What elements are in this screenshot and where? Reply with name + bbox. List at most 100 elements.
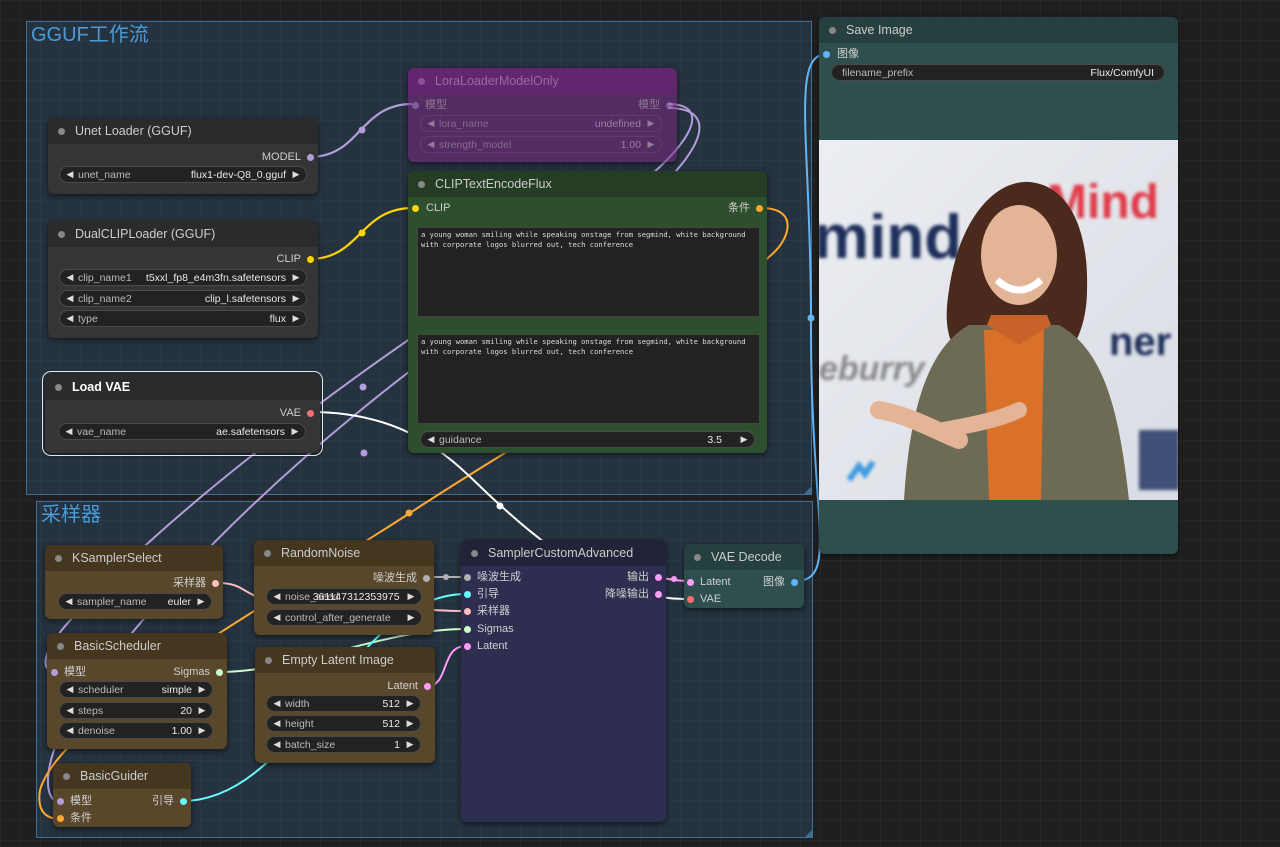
arrow-right-icon[interactable]: ▶: [407, 591, 415, 601]
arrow-left-icon[interactable]: ◀: [66, 169, 74, 179]
arrow-right-icon[interactable]: ▶: [406, 698, 414, 708]
arrow-left-icon[interactable]: ◀: [427, 118, 435, 128]
collapse-dot-icon[interactable]: [57, 642, 64, 650]
input-socket-clip[interactable]: [412, 204, 419, 212]
input-socket-vae[interactable]: [687, 595, 694, 603]
collapse-dot-icon[interactable]: [829, 26, 836, 34]
widget-clip-name1[interactable]: ◀ clip_name1 t5xxl_fp8_e4m3fn.safetensor…: [59, 269, 307, 286]
arrow-left-icon[interactable]: ◀: [273, 739, 281, 749]
input-socket-noise[interactable]: [464, 573, 471, 581]
node-clip-text-encode-flux[interactable]: CLIPTextEncodeFlux CLIP 条件 a young woman…: [408, 171, 767, 453]
group-resize-handle[interactable]: [804, 487, 811, 494]
widget-guidance[interactable]: ◀ guidance 3.5 ▶: [420, 431, 755, 448]
node-save-image[interactable]: Save Image 图像 filename_prefix Flux/Comfy…: [819, 17, 1178, 554]
output-socket-clip[interactable]: [307, 255, 314, 263]
arrow-left-icon[interactable]: ◀: [65, 426, 73, 436]
collapse-dot-icon[interactable]: [55, 383, 62, 391]
arrow-left-icon[interactable]: ◀: [66, 272, 74, 282]
arrow-right-icon[interactable]: ▶: [292, 169, 300, 179]
input-socket-guider[interactable]: [464, 590, 471, 598]
arrow-right-icon[interactable]: ▶: [647, 139, 655, 149]
output-socket-model[interactable]: [666, 101, 673, 109]
output-socket-image[interactable]: [791, 578, 798, 586]
collapse-dot-icon[interactable]: [63, 772, 70, 780]
arrow-right-icon[interactable]: ▶: [292, 313, 300, 323]
textarea-clip-l[interactable]: a young woman smiling while speaking ons…: [417, 227, 760, 317]
input-socket-image[interactable]: [823, 50, 830, 58]
node-vae-decode[interactable]: VAE Decode Latent VAE 图像: [684, 544, 804, 608]
node-ksampler-select[interactable]: KSamplerSelect 采样器 ◀ sampler_name euler …: [45, 545, 223, 619]
widget-strength-model[interactable]: ◀ strength_model 1.00 ▶: [420, 136, 662, 153]
collapse-dot-icon[interactable]: [418, 180, 425, 188]
arrow-right-icon[interactable]: ▶: [292, 293, 300, 303]
widget-batch-size[interactable]: ◀ batch_size 1 ▶: [266, 736, 421, 753]
node-load-vae[interactable]: Load VAE VAE ◀ vae_name ae.safetensors ▶: [42, 371, 323, 456]
output-socket-guider[interactable]: [180, 797, 187, 805]
widget-vae-name[interactable]: ◀ vae_name ae.safetensors ▶: [58, 423, 306, 440]
widget-noise-seed[interactable]: ◀ noise_seed 361147312353975 ▶: [266, 588, 422, 605]
collapse-dot-icon[interactable]: [58, 127, 65, 135]
collapse-dot-icon[interactable]: [55, 554, 62, 562]
arrow-left-icon[interactable]: ◀: [66, 313, 74, 323]
node-unet-loader[interactable]: Unet Loader (GGUF) MODEL ◀ unet_name flu…: [48, 118, 318, 194]
node-basic-guider[interactable]: BasicGuider 模型 条件 引导: [53, 763, 191, 827]
arrow-right-icon[interactable]: ▶: [198, 684, 206, 694]
arrow-left-icon[interactable]: ◀: [66, 725, 74, 735]
arrow-right-icon[interactable]: ▶: [647, 118, 655, 128]
group-title[interactable]: 采样器: [41, 504, 101, 526]
arrow-left-icon[interactable]: ◀: [427, 434, 435, 444]
arrow-left-icon[interactable]: ◀: [66, 705, 74, 715]
widget-clip-type[interactable]: ◀ type flux ▶: [59, 310, 307, 327]
arrow-right-icon[interactable]: ▶: [406, 718, 414, 728]
output-socket-denoised-output[interactable]: [655, 590, 662, 598]
widget-sampler-name[interactable]: ◀ sampler_name euler ▶: [58, 593, 212, 610]
output-socket-sampler[interactable]: [212, 579, 219, 587]
widget-steps[interactable]: ◀ steps 20 ▶: [59, 702, 213, 719]
collapse-dot-icon[interactable]: [264, 549, 271, 557]
input-socket-latent[interactable]: [687, 578, 694, 586]
arrow-left-icon[interactable]: ◀: [273, 718, 281, 728]
arrow-right-icon[interactable]: ▶: [198, 725, 206, 735]
group-resize-handle[interactable]: [805, 830, 812, 837]
arrow-right-icon[interactable]: ▶: [407, 612, 415, 622]
widget-width[interactable]: ◀ width 512 ▶: [266, 695, 421, 712]
input-socket-model[interactable]: [51, 668, 58, 676]
input-socket-model[interactable]: [57, 797, 64, 805]
widget-height[interactable]: ◀ height 512 ▶: [266, 715, 421, 732]
image-preview[interactable]: mind Mind eburry ner: [819, 140, 1178, 500]
widget-scheduler[interactable]: ◀ scheduler simple ▶: [59, 681, 213, 698]
arrow-right-icon[interactable]: ▶: [291, 426, 299, 436]
arrow-right-icon[interactable]: ▶: [740, 434, 748, 444]
node-empty-latent-image[interactable]: Empty Latent Image Latent ◀ width 512 ▶ …: [255, 647, 435, 763]
textarea-t5xxl[interactable]: a young woman smiling while speaking ons…: [417, 334, 760, 424]
collapse-dot-icon[interactable]: [471, 549, 478, 557]
output-socket-sigmas[interactable]: [216, 668, 223, 676]
node-dual-clip-loader[interactable]: DualCLIPLoader (GGUF) CLIP ◀ clip_name1 …: [48, 221, 318, 338]
input-socket-sigmas[interactable]: [464, 625, 471, 633]
widget-lora-name[interactable]: ◀ lora_name undefined ▶: [420, 115, 662, 132]
arrow-left-icon[interactable]: ◀: [66, 684, 74, 694]
widget-unet-name[interactable]: ◀ unet_name flux1-dev-Q8_0.gguf ▶: [59, 166, 307, 183]
node-random-noise[interactable]: RandomNoise 噪波生成 ◀ noise_seed 3611473123…: [254, 540, 434, 635]
group-title[interactable]: GGUF工作流: [31, 24, 149, 46]
output-socket-output[interactable]: [655, 573, 662, 581]
widget-clip-name2[interactable]: ◀ clip_name2 clip_l.safetensors ▶: [59, 290, 307, 307]
input-socket-sampler[interactable]: [464, 607, 471, 615]
input-socket-latent[interactable]: [464, 642, 471, 650]
arrow-left-icon[interactable]: ◀: [66, 293, 74, 303]
output-socket-conditioning[interactable]: [756, 204, 763, 212]
arrow-left-icon[interactable]: ◀: [273, 698, 281, 708]
widget-control-after-generate[interactable]: ◀ control_after_generate ▶: [266, 609, 422, 626]
widget-filename-prefix[interactable]: filename_prefix Flux/ComfyUI: [831, 64, 1165, 81]
arrow-left-icon[interactable]: ◀: [427, 139, 435, 149]
arrow-left-icon[interactable]: ◀: [65, 596, 73, 606]
collapse-dot-icon[interactable]: [418, 77, 425, 85]
arrow-right-icon[interactable]: ▶: [292, 272, 300, 282]
output-socket-noise[interactable]: [423, 574, 430, 582]
collapse-dot-icon[interactable]: [58, 230, 65, 238]
node-basic-scheduler[interactable]: BasicScheduler 模型 Sigmas ◀ scheduler sim…: [47, 633, 227, 749]
output-socket-vae[interactable]: [307, 409, 314, 417]
arrow-left-icon[interactable]: ◀: [273, 591, 281, 601]
arrow-right-icon[interactable]: ▶: [406, 739, 414, 749]
widget-denoise[interactable]: ◀ denoise 1.00 ▶: [59, 722, 213, 739]
